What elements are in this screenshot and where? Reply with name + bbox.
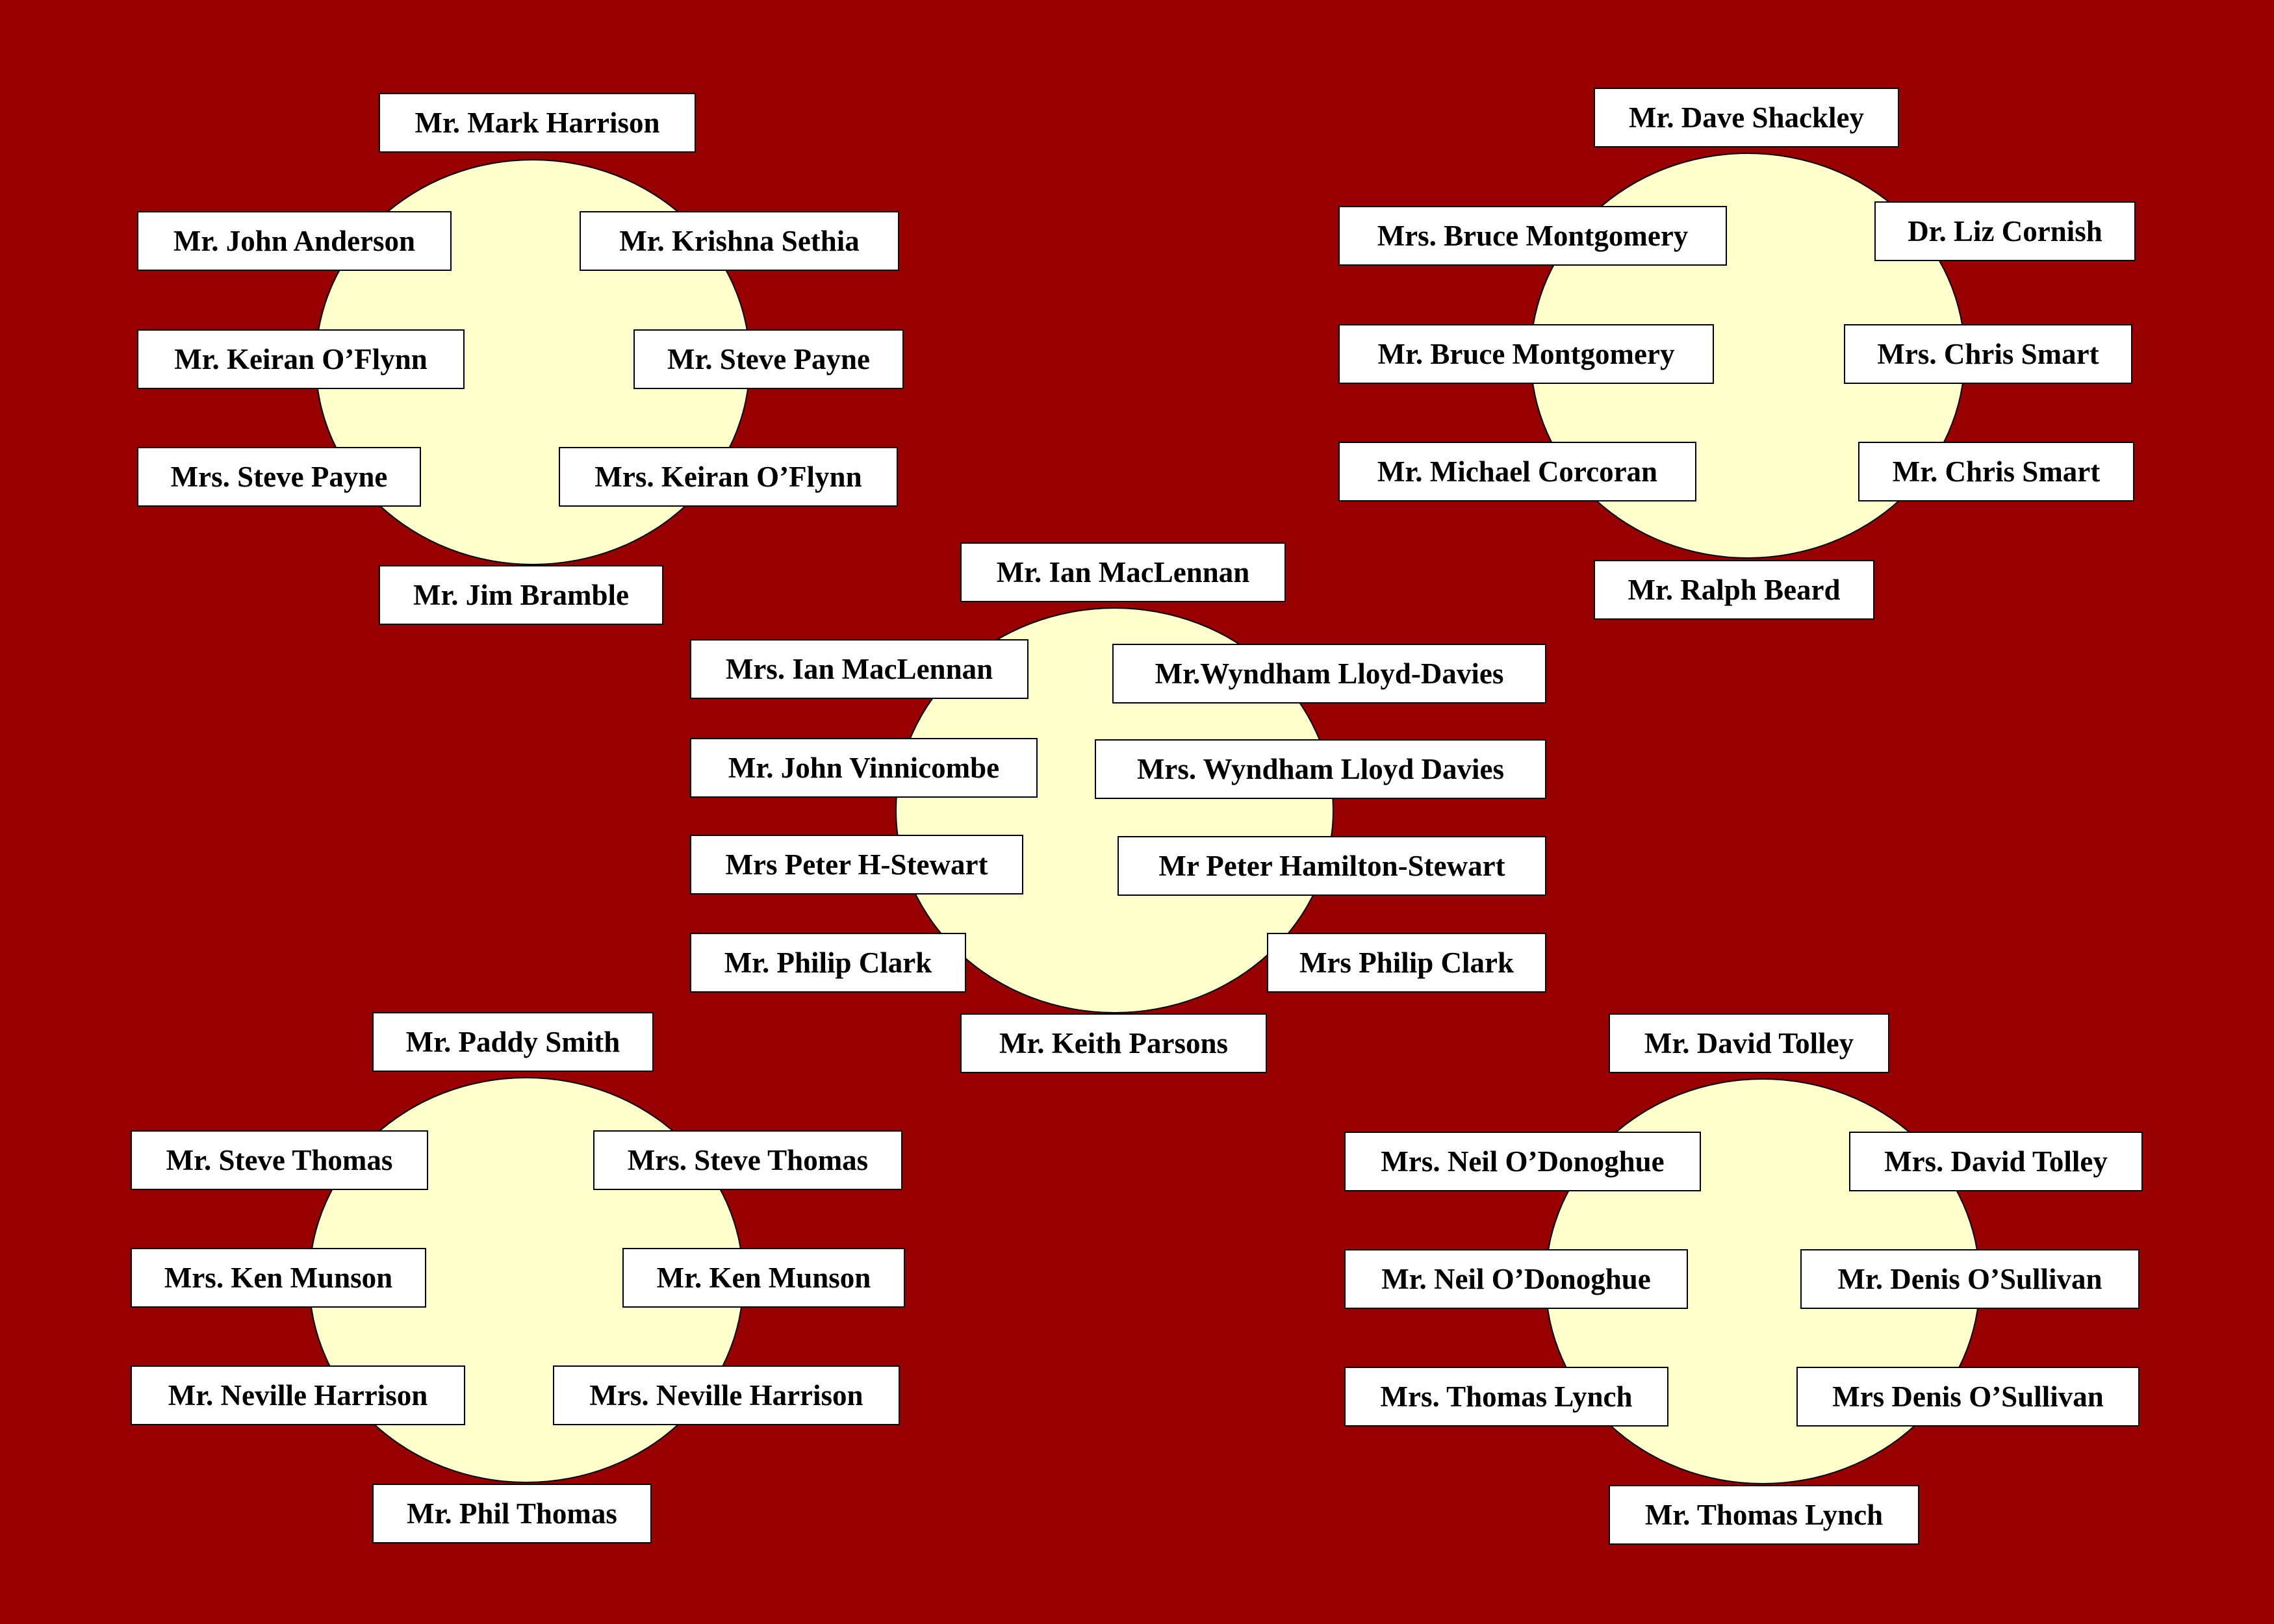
seat-card: Mrs Denis O’Sullivan bbox=[1796, 1367, 2140, 1427]
seat-card: Mr. Dave Shackley bbox=[1594, 88, 1899, 147]
seat-card: Mr. David Tolley bbox=[1609, 1013, 1889, 1073]
seat-card: Mrs. David Tolley bbox=[1849, 1132, 2143, 1191]
seat-card: Mrs Philip Clark bbox=[1267, 933, 1546, 993]
seat-card: Mr. John Anderson bbox=[137, 211, 452, 271]
seat-card: Mr. Philip Clark bbox=[690, 933, 966, 993]
seat-card: Mr. John Vinnicombe bbox=[690, 738, 1038, 798]
seat-card: Mr. Krishna Sethia bbox=[580, 211, 899, 271]
seat-card: Mr. Ralph Beard bbox=[1594, 560, 1874, 620]
seat-card: Mrs. Ken Munson bbox=[131, 1248, 426, 1308]
seat-card: Mr.Wyndham Lloyd-Davies bbox=[1112, 644, 1546, 704]
seat-card: Mr. Jim Bramble bbox=[379, 565, 663, 625]
seat-card: Mrs. Neville Harrison bbox=[553, 1365, 900, 1425]
seat-card: Mr. Keiran O’Flynn bbox=[137, 329, 465, 389]
seat-card: Mr. Keith Parsons bbox=[960, 1013, 1267, 1073]
seat-card: Mrs. Chris Smart bbox=[1844, 324, 2132, 384]
seat-card: Mr. Chris Smart bbox=[1858, 442, 2134, 501]
seat-card: Mrs. Wyndham Lloyd Davies bbox=[1095, 739, 1546, 799]
seat-card: Mr Peter Hamilton-Stewart bbox=[1118, 836, 1546, 896]
seat-card: Dr. Liz Cornish bbox=[1874, 201, 2136, 261]
seat-card: Mrs. Neil O’Donoghue bbox=[1344, 1132, 1701, 1191]
seat-card: Mrs. Thomas Lynch bbox=[1344, 1367, 1668, 1427]
seat-card: Mr. Michael Corcoran bbox=[1338, 442, 1696, 501]
seat-card: Mr. Ken Munson bbox=[622, 1248, 905, 1308]
seat-card: Mrs. Steve Thomas bbox=[593, 1130, 902, 1190]
seat-card: Mrs. Ian MacLennan bbox=[690, 639, 1028, 699]
seat-card: Mr. Steve Payne bbox=[633, 329, 904, 389]
seat-card: Mr. Mark Harrison bbox=[379, 93, 696, 153]
seat-card: Mr. Ian MacLennan bbox=[960, 542, 1286, 602]
seat-card: Mr. Neville Harrison bbox=[131, 1365, 465, 1425]
seat-card: Mr. Denis O’Sullivan bbox=[1800, 1249, 2140, 1309]
seat-card: Mr. Steve Thomas bbox=[131, 1130, 428, 1190]
seat-card: Mr. Bruce Montgomery bbox=[1338, 324, 1714, 384]
seat-card: Mr. Paddy Smith bbox=[372, 1012, 654, 1072]
seat-card: Mrs. Keiran O’Flynn bbox=[559, 447, 898, 507]
seat-card: Mrs. Bruce Montgomery bbox=[1338, 206, 1727, 266]
seat-card: Mrs Peter H-Stewart bbox=[690, 835, 1023, 894]
seat-card: Mr. Phil Thomas bbox=[372, 1484, 652, 1543]
seat-card: Mr. Thomas Lynch bbox=[1609, 1485, 1919, 1545]
seat-card: Mr. Neil O’Donoghue bbox=[1344, 1249, 1688, 1309]
seat-card: Mrs. Steve Payne bbox=[137, 447, 421, 507]
